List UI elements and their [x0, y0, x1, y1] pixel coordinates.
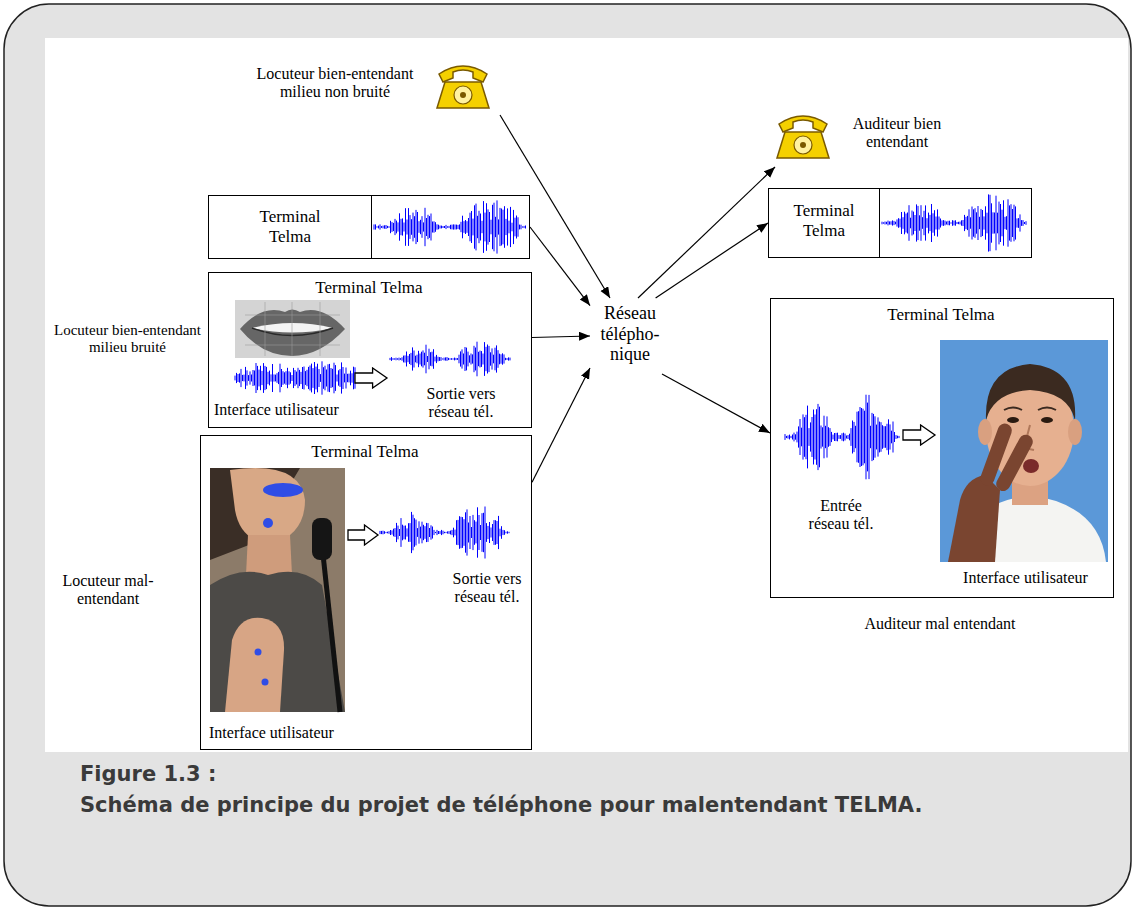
deaf-speaker-photo [263, 483, 303, 497]
deaf-speaker-photo [246, 535, 292, 575]
deaf-listener-photo [1023, 459, 1039, 473]
node-title: Terminal Telma [209, 278, 529, 298]
node-title: Terminal Telma [201, 442, 529, 462]
deaf-speaker-photo [262, 679, 269, 686]
waveform [235, 361, 355, 394]
node-text: Sortie vers réseau tél. [419, 385, 503, 422]
node-text: Sortie vers réseau tél. [445, 570, 529, 607]
speaker-label: Locuteur bien-entendant milieu bruité [50, 322, 205, 357]
telephone-icon [777, 116, 829, 158]
deaf-listener-photo [940, 340, 1108, 562]
box-divider [879, 189, 880, 257]
arrow-connector [532, 336, 590, 338]
lips-picture [240, 310, 345, 357]
deaf-listener-photo [1007, 417, 1019, 423]
node-title: Terminal Telma [245, 207, 335, 246]
waveform [785, 395, 899, 480]
deaf-listener-photo [948, 475, 1000, 562]
deaf-listener-photo [1041, 417, 1053, 423]
deaf-speaker-photo [225, 618, 284, 712]
deaf-speaker-photo [312, 518, 332, 560]
figure-number: Figure 1.3 : [80, 762, 216, 786]
arrow-connector [656, 223, 768, 298]
conversion-arrow [355, 368, 387, 388]
lips-picture [245, 302, 340, 356]
telephone-icon [437, 66, 489, 108]
node-title: Réseau télépho- nique [594, 303, 666, 365]
conversion-arrow [903, 425, 935, 445]
arrow-connector [532, 368, 590, 482]
telephone-icon [439, 66, 487, 82]
deaf-listener-photo [986, 364, 1075, 420]
waveform [374, 200, 526, 253]
deaf-listener-photo [940, 340, 1108, 562]
deaf-speaker-photo [255, 649, 262, 656]
node-title: Auditeur bien entendant [847, 115, 947, 152]
telephone-icon [454, 86, 472, 104]
deaf-speaker-photo [322, 545, 340, 712]
lips-picture [252, 328, 333, 336]
figure-frame [45, 38, 1128, 752]
waveform [380, 507, 509, 559]
node-text: Interface utilisateur [943, 569, 1108, 587]
telephone-icon [460, 92, 466, 98]
figure-frame [4, 4, 1131, 906]
arrow-connector [500, 115, 610, 298]
lips-picture [235, 300, 350, 358]
terminal-box: Terminal TelmaInterface utilisateur Sorti… [208, 272, 532, 428]
deaf-speaker-photo [230, 468, 305, 545]
node-title: Terminal Telma [784, 201, 864, 240]
figure-frame [4, 4, 1131, 906]
figure-caption: Schéma de principe du projet de téléphon… [80, 793, 922, 817]
telephone-icon [779, 116, 827, 132]
terminal-box: Terminal TelmaEntrée réseau tél. Interfac… [770, 298, 1114, 598]
terminal-box: Terminal Telma [208, 195, 530, 259]
deaf-speaker-photo [263, 518, 273, 528]
node-text: Interface utilisateur [209, 724, 359, 742]
lips-picture [235, 300, 350, 358]
telephone-icon [777, 132, 829, 158]
telephone-icon [800, 142, 806, 148]
telephone-icon [794, 136, 812, 154]
terminal-box: Terminal TelmaInterface utilisateur Sorti… [200, 435, 532, 750]
node-area: Réseau télépho- nique [590, 298, 670, 374]
deaf-listener-photo [994, 432, 1035, 493]
node-area: Auditeur bien entendant [775, 105, 975, 167]
deaf-listener-photo [978, 419, 992, 445]
waveform [882, 194, 1026, 251]
telephone-icon [437, 82, 489, 108]
waveform-group [235, 194, 1026, 558]
arrow-connector [662, 374, 770, 433]
deaf-speaker-photo [210, 468, 345, 712]
box-divider [371, 196, 372, 258]
speaker-label: Auditeur mal entendant [845, 615, 1035, 633]
node-title: Locuteur bien-entendant milieu non bruit… [240, 65, 430, 102]
terminal-box: Terminal Telma [768, 188, 1032, 258]
arrow-connector [530, 227, 590, 306]
deaf-speaker-photo [210, 468, 345, 712]
conversion-arrow [348, 525, 378, 545]
arrow-connector [638, 167, 775, 298]
speaker-label: Locuteur mal-entendant [58, 572, 158, 609]
deaf-listener-photo [1004, 408, 1056, 411]
node-text: Interface utilisateur [214, 401, 364, 419]
waveform [390, 342, 510, 377]
node-text: Entrée réseau tél. [801, 497, 881, 534]
deaf-listener-photo [1068, 419, 1082, 445]
node-title: Terminal Telma [771, 305, 1111, 325]
node-area: Locuteur bien-entendant milieu non bruit… [130, 55, 500, 115]
